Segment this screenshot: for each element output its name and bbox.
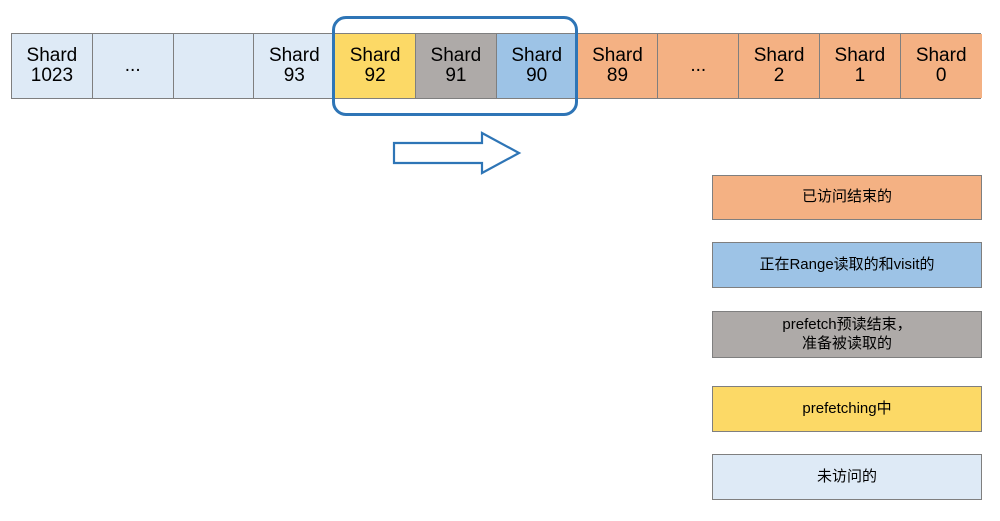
shard-cell-label-bottom: 1 [854, 65, 866, 86]
shard-cell-label-top: Shard [511, 44, 563, 66]
shard-cell-label-bottom: 92 [364, 65, 386, 86]
legend-item-reading[interactable]: 正在Range读取的和visit的 [712, 242, 982, 288]
shard-cell-ellipsis-left[interactable]: ... [92, 34, 174, 98]
shard-cell-93[interactable]: Shard 93 [254, 34, 336, 98]
shard-cell-ellipsis-right[interactable]: ... [658, 34, 740, 98]
shard-cell-label-top: Shard [268, 44, 320, 66]
shard-cell-label-top: Shard [430, 44, 482, 66]
shard-cell-label-top: Shard [915, 44, 967, 66]
legend-item-label: 正在Range读取的和visit的 [759, 255, 935, 273]
shard-cell-label-bottom: ... [124, 54, 141, 76]
legend-item-visited[interactable]: 已访问结束的 [712, 175, 982, 220]
legend-item-prefetching[interactable]: prefetching中 [712, 386, 982, 432]
shard-cell-label-bottom: 93 [283, 65, 305, 86]
shard-cell-label-bottom: ... [690, 54, 707, 76]
shard-cell-label-top: Shard [349, 44, 401, 66]
shard-cell-label-bottom: 90 [526, 65, 548, 86]
shard-strip: Shard 1023 ... Shard 93 Shard 92 Shard 9… [11, 33, 982, 99]
shard-cell-label-bottom: 89 [606, 65, 629, 86]
legend: 已访问结束的 正在Range读取的和visit的 prefetch预读结束， 准… [712, 175, 982, 500]
legend-item-label: prefetching中 [802, 399, 892, 417]
shard-cell-label-bottom: 0 [935, 65, 947, 86]
shard-cell-label-bottom: 1023 [30, 65, 74, 86]
legend-item-unvisited[interactable]: 未访问的 [712, 454, 982, 500]
shard-cell-label-top: Shard [753, 44, 805, 66]
shard-cell-91[interactable]: Shard 91 [415, 34, 497, 98]
legend-item-label-line1: prefetch预读结束， [782, 315, 912, 333]
shard-cell-90[interactable]: Shard 90 [496, 34, 578, 98]
shard-cell-label-top: Shard [26, 44, 78, 66]
legend-item-label-line2: 准备被读取的 [801, 334, 892, 352]
shard-cell-0[interactable]: Shard 0 [900, 34, 982, 98]
legend-item-label: 已访问结束的 [801, 188, 892, 206]
shard-cell-2[interactable]: Shard 2 [739, 34, 820, 98]
shard-cell-label-top: Shard [592, 44, 643, 66]
shard-cell-92[interactable]: Shard 92 [335, 34, 416, 98]
shard-cell-89[interactable]: Shard 89 [577, 34, 659, 98]
shard-cell-label-bottom: 2 [773, 65, 785, 86]
legend-item-label-block: prefetch预读结束， 准备被读取的 [776, 316, 917, 354]
shard-cell-blank[interactable] [173, 34, 255, 98]
shard-cell-label-top: Shard [834, 44, 886, 66]
legend-item-prefetched[interactable]: prefetch预读结束， 准备被读取的 [712, 311, 982, 358]
shard-cell-1[interactable]: Shard 1 [819, 34, 901, 98]
shard-cell-label-bottom: 91 [445, 65, 467, 86]
legend-item-label: 未访问的 [816, 467, 877, 485]
shard-cell-1023[interactable]: Shard 1023 [12, 34, 93, 98]
direction-arrow-icon [392, 131, 522, 175]
